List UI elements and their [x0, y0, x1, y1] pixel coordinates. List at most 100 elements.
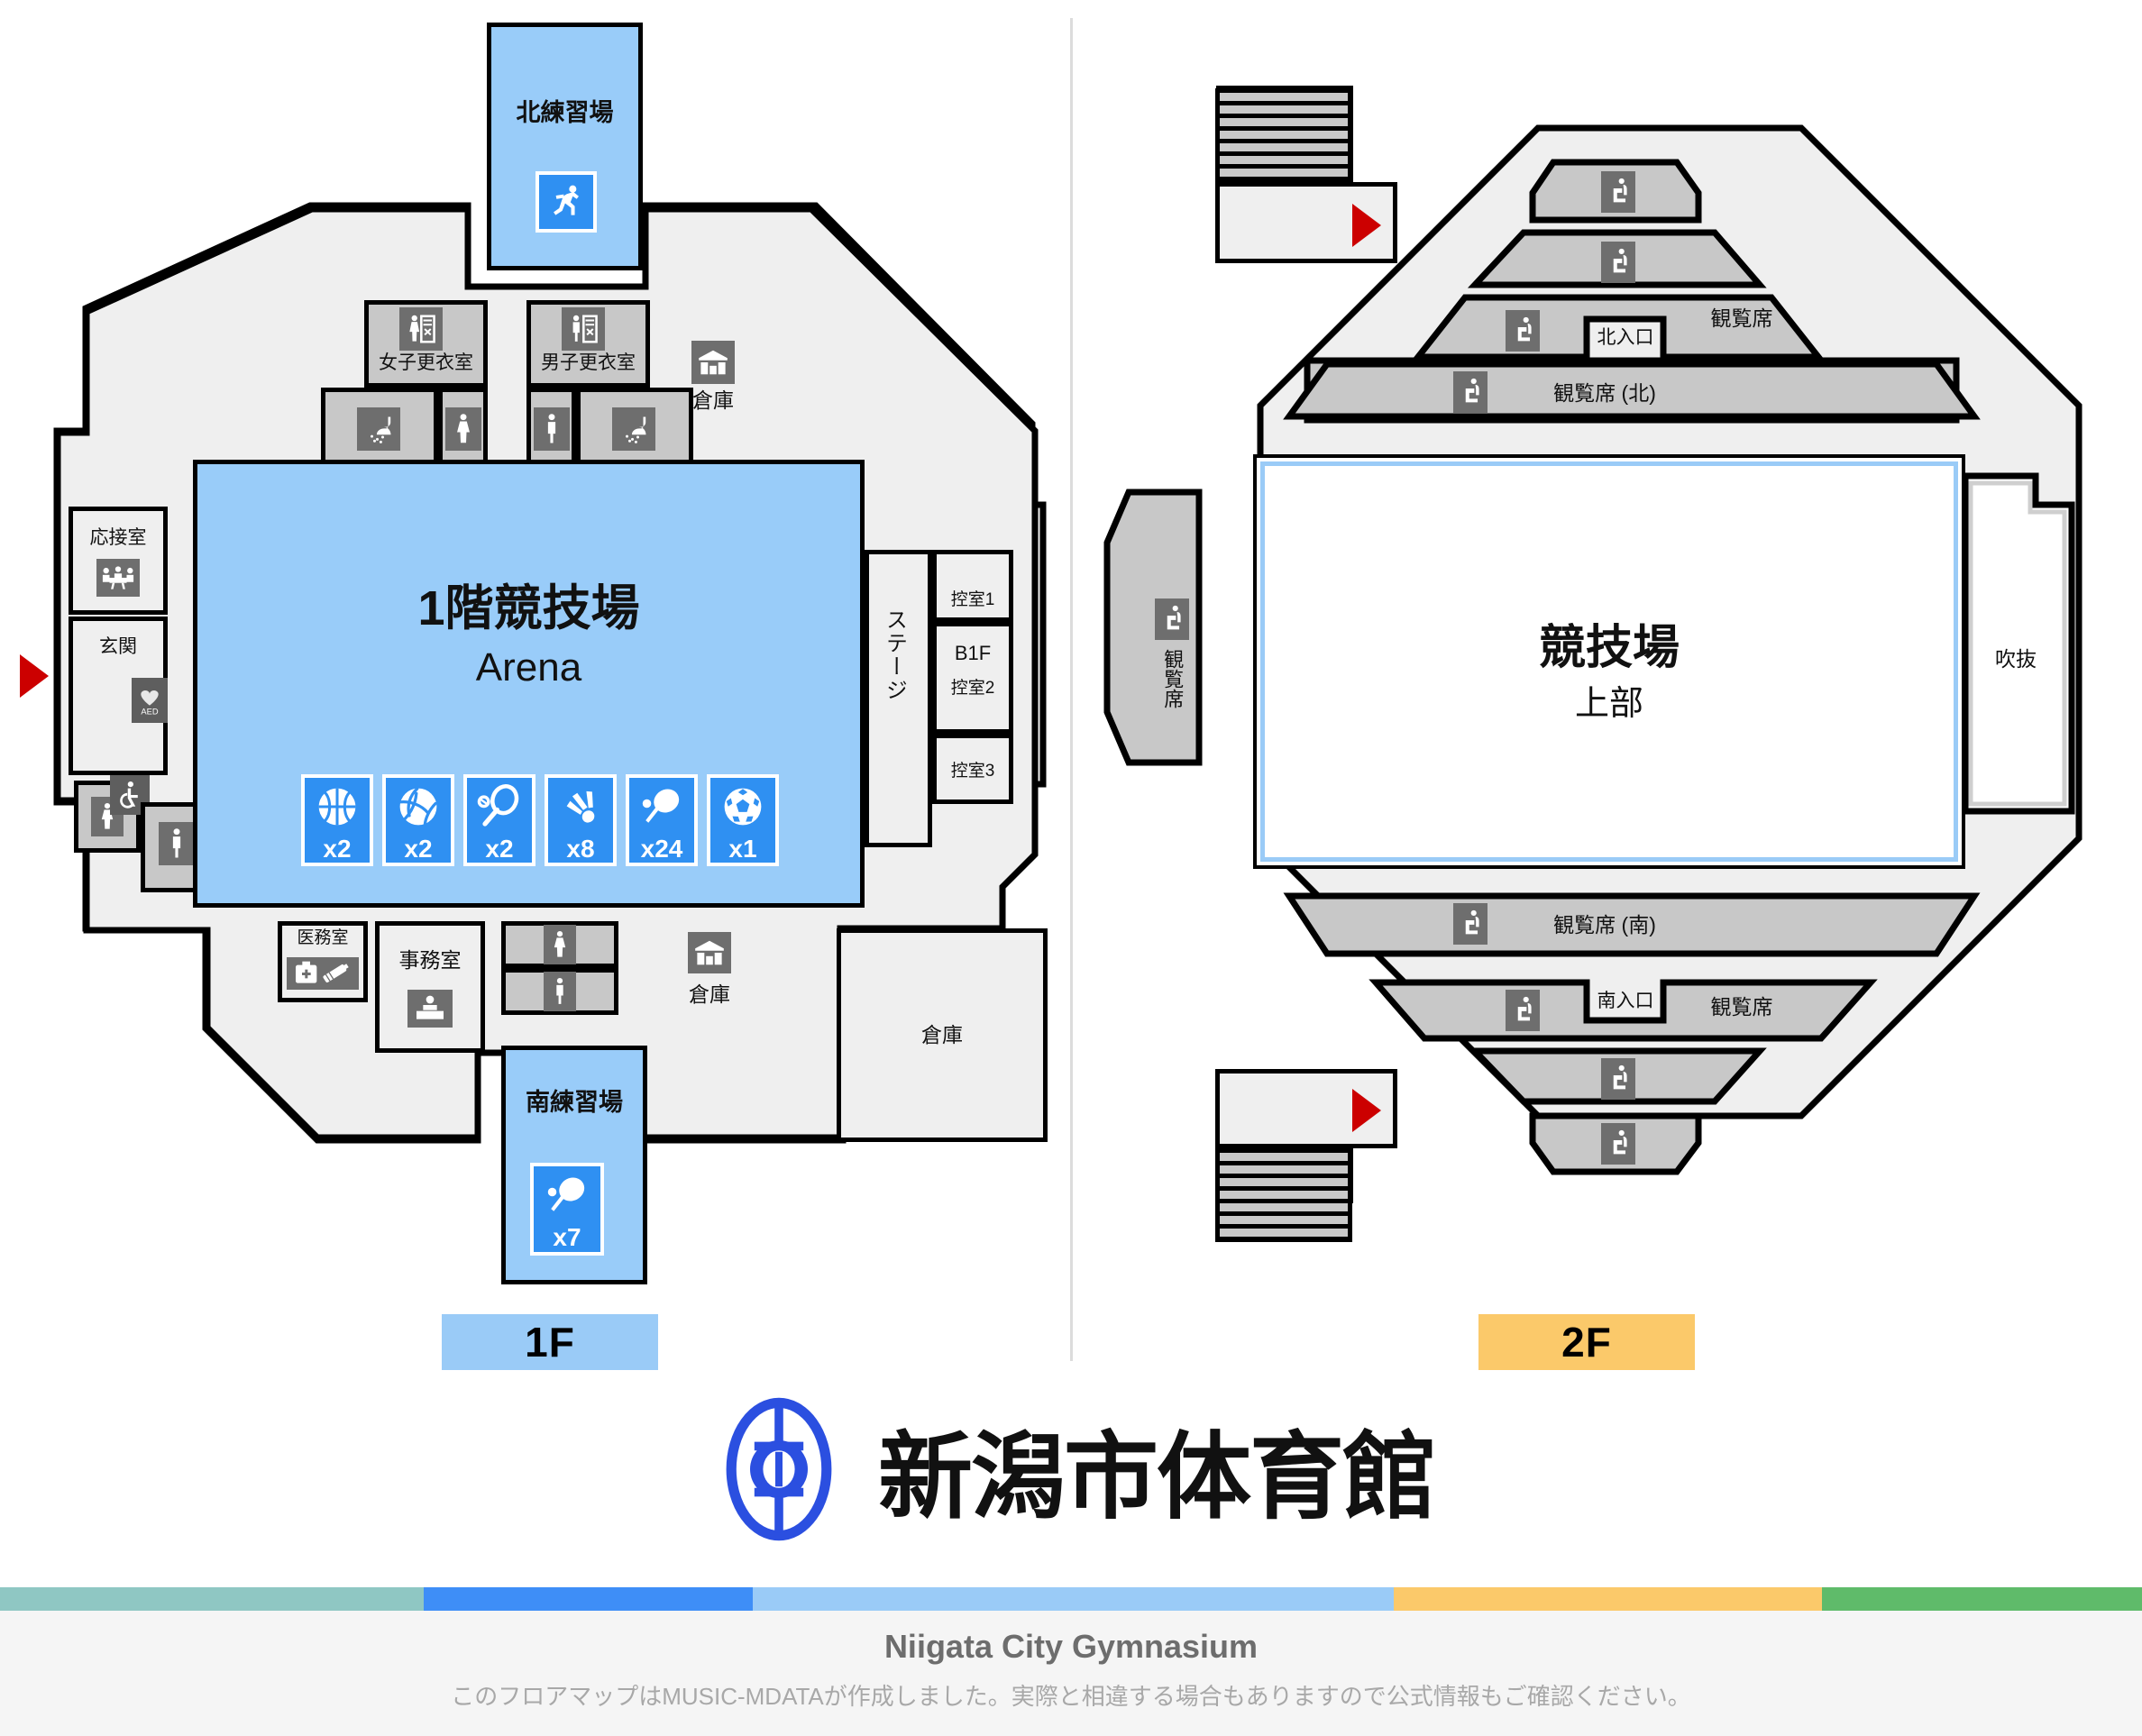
sport-count: x24 [640, 835, 683, 863]
basketball-icon [314, 783, 361, 835]
seat-glyph [1613, 1064, 1627, 1090]
green-room-1[interactable] [932, 550, 1013, 622]
tennis-glyph [477, 784, 519, 827]
table-tennis-icon [638, 783, 685, 835]
panel-divider [1070, 18, 1073, 1361]
stair-step [1220, 1191, 1348, 1203]
sport-tennis: x2 [463, 774, 536, 866]
storage-southeast[interactable] [837, 928, 1048, 1142]
stair-step [1220, 105, 1348, 118]
female-glyph [457, 414, 470, 443]
storage-north-label: 倉庫 [692, 388, 734, 412]
sport-count: x7 [553, 1223, 581, 1251]
stripe-teal [0, 1587, 424, 1611]
storage-southeast-label: 倉庫 [921, 1023, 963, 1046]
stair-step [1220, 156, 1348, 169]
womens-locker-label: 女子更衣室 [379, 352, 473, 373]
entrance-arrow-north [1352, 204, 1381, 247]
stair-step [1220, 118, 1348, 131]
sport-table-tennis: x24 [626, 774, 698, 866]
volleyball-icon [395, 783, 442, 835]
stair-step [1220, 1178, 1348, 1191]
floor-badge-2f[interactable]: 2F [1478, 1314, 1695, 1370]
entrance-arrow-south [1352, 1089, 1381, 1132]
green-room-3[interactable] [932, 734, 1013, 804]
mens-toilet-icon [534, 407, 570, 451]
seat-icon [1506, 310, 1540, 352]
stripe-orange [1394, 1587, 1822, 1611]
north-main-seating-label: 観覧席 (北) [1553, 381, 1656, 405]
womens-toilet-icon [544, 925, 576, 964]
arena-title-en: Arena [475, 645, 582, 690]
storage-south-icon [688, 932, 731, 973]
paddle-glyph [547, 1177, 585, 1211]
arena-title-jp: 1階競技場 [417, 581, 640, 635]
reception-desk-icon [407, 990, 453, 1028]
floor2-south-seating [1283, 892, 1981, 1175]
stripe-lightblue [753, 1587, 1394, 1611]
footer-disclaimer: このフロアマップはMUSIC-MDATAが作成しました。実際と相違する場合もあり… [451, 1683, 1691, 1710]
stair-step [1220, 1216, 1348, 1229]
seat-glyph [1613, 248, 1627, 273]
meeting-glyph [102, 566, 134, 589]
green-room-2-floor: B1F [954, 642, 992, 664]
north-entrance-label: 北入口 [1597, 327, 1654, 348]
aed-icon: AED [132, 678, 168, 723]
green-room-2-label: 控室2 [950, 679, 995, 698]
badminton-icon [557, 783, 604, 835]
seat-glyph [1613, 1129, 1627, 1155]
office-label: 事務室 [398, 948, 462, 972]
office-room[interactable] [375, 921, 485, 1053]
soccer-glyph [724, 788, 762, 826]
paddle-glyph [642, 789, 680, 823]
seat-glyph [1517, 996, 1532, 1021]
west-seating-label: 観覧席 [1161, 649, 1185, 708]
arena-2f-void[interactable] [1253, 454, 1965, 869]
south-entrance-label: 南入口 [1597, 991, 1654, 1011]
seat-icon [1601, 1058, 1635, 1100]
sport-basketball: x2 [301, 774, 373, 866]
stage-room[interactable] [865, 550, 932, 847]
running-glyph [554, 185, 579, 215]
stairs-north[interactable] [1215, 88, 1352, 182]
color-stripe [0, 1587, 2142, 1611]
sport-count: x2 [485, 835, 514, 863]
floor-badge-1f[interactable]: 1F [442, 1314, 658, 1370]
reception-room[interactable] [69, 507, 168, 615]
stairs-south[interactable] [1215, 1148, 1352, 1242]
shower-glyph [626, 416, 646, 443]
south-tier-3 [1368, 979, 1878, 1042]
stair-step [1220, 131, 1348, 143]
shuttlecock-glyph [566, 790, 595, 823]
north-practice-hall[interactable] [487, 23, 643, 270]
wheelchair-glyph [120, 781, 138, 809]
sport-futsal: x1 [707, 774, 779, 866]
male-glyph [547, 414, 556, 443]
seat-icon [1155, 598, 1189, 640]
stair-step [1220, 1229, 1348, 1241]
warehouse-glyph [699, 350, 728, 375]
green-room-1-label: 控室1 [950, 590, 995, 609]
first-aid-icon [287, 957, 359, 990]
male-glyph [172, 828, 181, 858]
entrance-label: 玄関 [99, 636, 137, 657]
north-practice-label: 北練習場 [516, 99, 614, 126]
south-practice-label: 南練習場 [526, 1089, 623, 1116]
storage-south-label: 倉庫 [689, 982, 730, 1006]
mens-toilet-icon [544, 972, 576, 1011]
floor2-west-seating [1103, 489, 1203, 766]
medical-room-label: 医務室 [297, 928, 349, 947]
stripe-blue [424, 1587, 753, 1611]
sport-badminton: x8 [545, 774, 617, 866]
seat-icon [1453, 371, 1488, 413]
stair-step [1220, 1153, 1348, 1165]
arena-2f-inner-outline [1260, 461, 1958, 862]
locker-glyph [409, 315, 435, 343]
entrance-arrow-west [20, 654, 49, 698]
floor2-void-shape [1962, 472, 2075, 815]
south-practice-hall[interactable] [501, 1046, 647, 1284]
south-practice-sport: x7 [530, 1163, 604, 1256]
green-room-2[interactable] [932, 622, 1013, 734]
seat-glyph [1517, 316, 1532, 342]
